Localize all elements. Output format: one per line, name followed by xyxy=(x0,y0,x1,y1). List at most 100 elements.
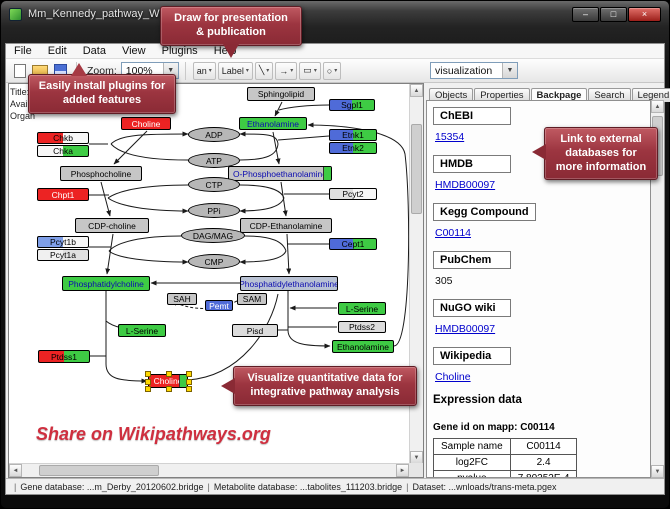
node-l-serine-33[interactable]: L-Serine xyxy=(338,302,386,315)
node-chka-8[interactable]: Chka xyxy=(37,145,89,157)
canvas-vertical-scrollbar[interactable]: ▲ ▼ xyxy=(409,84,423,464)
visualization-value: visualization xyxy=(435,64,493,77)
node-atp-10[interactable]: ATP xyxy=(188,153,240,168)
node-phosphatidylethanolamine-27[interactable]: Phosphatidylethanolamine xyxy=(240,276,338,291)
backpage-value-wikipedia[interactable]: Choline xyxy=(435,371,471,383)
selection-handle[interactable] xyxy=(166,386,172,392)
callout-arrow-up xyxy=(71,63,87,76)
node-pcyt1b-23[interactable]: Pcyt1b xyxy=(37,236,89,248)
menu-view[interactable]: View xyxy=(121,45,146,57)
menu-file[interactable]: File xyxy=(14,45,32,57)
tab-legend[interactable]: Legend xyxy=(631,88,670,102)
visualization-select[interactable]: visualization ▼ xyxy=(430,62,518,79)
new-file-icon[interactable] xyxy=(14,63,26,78)
scroll-left-icon[interactable]: ◄ xyxy=(9,464,22,477)
toolbar-tools: an▾Label▾╲▾→▾▭▾○▾ xyxy=(192,61,343,80)
status-segment: Metabolite database: ...tabolites_111203… xyxy=(213,481,403,492)
node-dag-mag-21[interactable]: DAG/MAG xyxy=(181,228,245,243)
toolbar: Zoom: 100% ▼ an▾Label▾╲▾→▾▭▾○▾ visualiza… xyxy=(6,59,664,83)
node-ethanolamine-35[interactable]: Ethanolamine xyxy=(332,340,394,353)
datanode-tool[interactable]: an▾ xyxy=(192,61,216,80)
node-phosphocholine-13[interactable]: Phosphocholine xyxy=(60,166,142,181)
selection-handle[interactable] xyxy=(145,371,151,377)
tab-objects[interactable]: Objects xyxy=(429,88,474,102)
node-ctp-15[interactable]: CTP xyxy=(188,177,240,192)
node-etnk1-11[interactable]: Etnk1 xyxy=(329,129,377,141)
toolbar-separator xyxy=(184,61,186,80)
node-ptdss1-36[interactable]: Ptdss1 xyxy=(38,350,90,363)
menu-data[interactable]: Data xyxy=(82,45,106,57)
tab-properties[interactable]: Properties xyxy=(474,88,530,102)
callout-visualize: Visualize quantitative data for integrat… xyxy=(221,366,417,406)
vertical-scroll-thumb[interactable] xyxy=(411,124,422,214)
chevron-down-icon[interactable]: ▼ xyxy=(502,63,517,78)
node-pemt-30[interactable]: Pemt xyxy=(205,300,233,311)
oval-tool[interactable]: ○▾ xyxy=(322,61,342,80)
horizontal-scroll-thumb[interactable] xyxy=(39,465,159,476)
arrow-tool[interactable]: →▾ xyxy=(275,61,298,80)
backpage-value-kegg-compound[interactable]: C00114 xyxy=(435,227,472,239)
node-choline-5[interactable]: Choline xyxy=(121,117,171,130)
node-adp-9[interactable]: ADP xyxy=(188,127,240,142)
callout-arrow-left xyxy=(532,144,546,160)
node-chpt1-17[interactable]: Chpt1 xyxy=(37,188,89,201)
backpage-header-pubchem: PubChem xyxy=(433,251,511,269)
node-etnk2-12[interactable]: Etnk2 xyxy=(329,142,377,154)
canvas-horizontal-scrollbar[interactable]: ◄ ► xyxy=(9,463,409,477)
backpage-value-hmdb[interactable]: HMDB00097 xyxy=(435,179,496,191)
menu-plugins[interactable]: Plugins xyxy=(161,45,198,57)
line-tool[interactable]: ╲▾ xyxy=(254,61,274,80)
status-segment: Gene database: ...m_Derby_20120602.bridg… xyxy=(20,481,204,492)
data-tag xyxy=(179,375,187,387)
node-cmp-22[interactable]: CMP xyxy=(188,254,240,269)
node-pcyt2-18[interactable]: Pcyt2 xyxy=(329,188,377,200)
rect-tool[interactable]: ▭▾ xyxy=(299,61,321,80)
maximize-button[interactable]: □ xyxy=(600,6,627,22)
titlebar[interactable]: Mm_Kennedy_pathway_WP1771_45176.gpml – □… xyxy=(1,1,669,27)
gene-id-line: Gene id on mapp: C00114 xyxy=(433,422,555,433)
backpage-header-hmdb: HMDB xyxy=(433,155,511,173)
minimize-button[interactable]: – xyxy=(572,6,599,22)
label-tool[interactable]: Label▾ xyxy=(217,61,253,80)
selection-handle[interactable] xyxy=(166,371,172,377)
callout-draw-text: Draw for presentation & publication xyxy=(174,12,288,38)
selection-handle[interactable] xyxy=(186,379,192,385)
node-chkb-7[interactable]: Chkb xyxy=(37,132,89,144)
backpage-value-nugo-wiki[interactable]: HMDB00097 xyxy=(435,323,496,335)
node-sgpl1-4[interactable]: Sgpl1 xyxy=(329,99,375,111)
node-cdp-choline-19[interactable]: CDP-choline xyxy=(75,218,149,233)
scroll-up-icon[interactable]: ▲ xyxy=(410,84,423,97)
node-ptdss2-34[interactable]: Ptdss2 xyxy=(338,321,386,333)
node-l-serine-31[interactable]: L-Serine xyxy=(118,324,166,337)
node-ethanolamine-6[interactable]: Ethanolamine xyxy=(239,117,307,130)
scroll-up-icon[interactable]: ▲ xyxy=(651,100,664,113)
selection-handle[interactable] xyxy=(186,371,192,377)
backpage-value-chebi[interactable]: 15354 xyxy=(435,131,465,143)
tab-backpage[interactable]: Backpage xyxy=(530,88,588,102)
node-sphingolipid-3[interactable]: Sphingolipid xyxy=(247,87,315,101)
node-ppi-16[interactable]: PPi xyxy=(188,203,240,218)
scroll-right-icon[interactable]: ► xyxy=(396,464,409,477)
node-choline-37[interactable]: Choline xyxy=(145,371,192,392)
close-button[interactable]: × xyxy=(628,6,661,22)
node-o-phosphoethanolamine-14[interactable]: O-Phosphoethanolamine xyxy=(228,166,332,181)
node-cdp-ethanolamine-20[interactable]: CDP-Ethanolamine xyxy=(240,218,332,233)
selection-handle[interactable] xyxy=(145,379,151,385)
menu-edit[interactable]: Edit xyxy=(47,45,67,57)
scroll-down-icon[interactable]: ▼ xyxy=(651,465,664,478)
tab-search[interactable]: Search xyxy=(588,88,631,102)
selection-handle[interactable] xyxy=(145,386,151,392)
backpage-header-nugo-wiki: NuGO wiki xyxy=(433,299,511,317)
node-pcyt1a-24[interactable]: Pcyt1a xyxy=(37,249,89,261)
selection-handle[interactable] xyxy=(186,386,192,392)
node-sah-28[interactable]: SAH xyxy=(167,293,197,305)
node-phosphatidylcholine-26[interactable]: Phosphatidylcholine xyxy=(62,276,150,291)
node-pisd-32[interactable]: Pisd xyxy=(232,324,278,337)
node-sam-29[interactable]: SAM xyxy=(237,293,267,305)
node-cept1-25[interactable]: Cept1 xyxy=(329,238,377,250)
table-row: pvalue7.80252E-4 xyxy=(433,470,578,477)
